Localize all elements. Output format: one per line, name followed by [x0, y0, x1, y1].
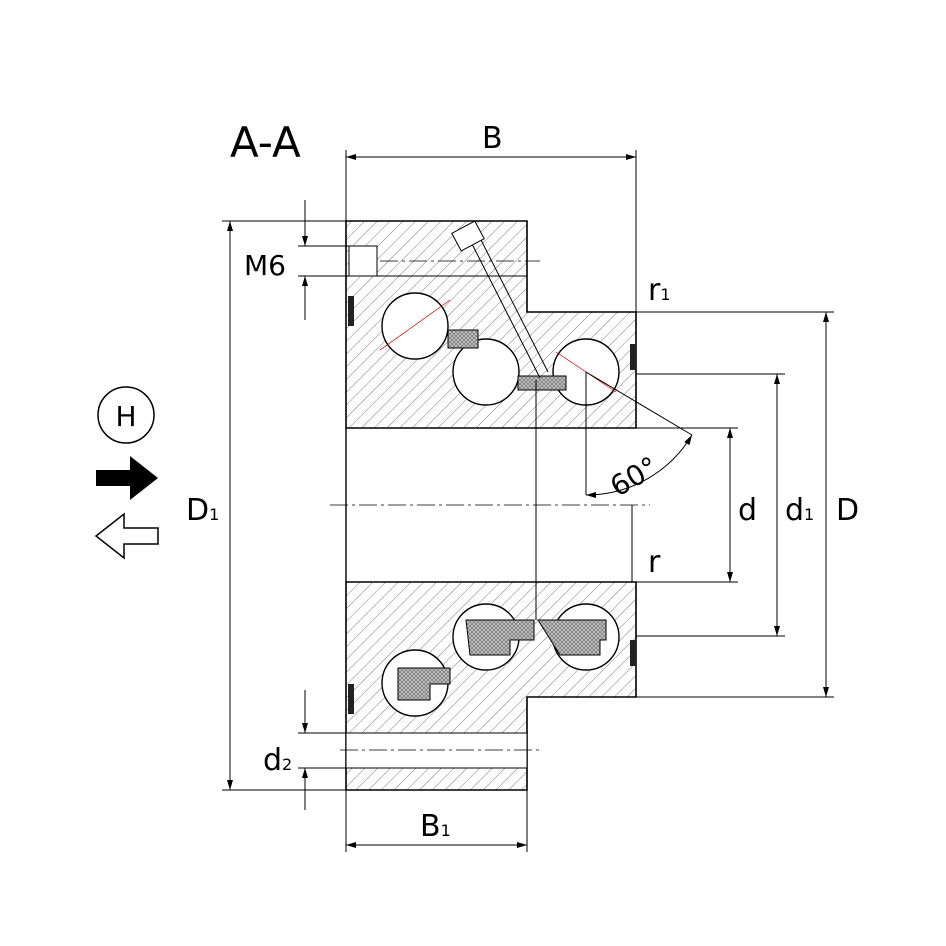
lower-ring-section: [345, 581, 637, 791]
ball: [381, 292, 449, 360]
upper-ring-section: [345, 220, 637, 429]
arrow-right-filled-icon: [96, 456, 158, 500]
h-circle-icon: [97, 386, 155, 444]
ball: [452, 338, 520, 406]
dimension-lines: [222, 150, 834, 852]
dim-B: B: [482, 121, 503, 156]
arrow-left-outline-icon: [94, 512, 159, 560]
legend-H: H: [115, 400, 136, 433]
bore: [330, 260, 650, 751]
dim-d: d: [738, 493, 757, 528]
dim-r: r: [648, 545, 661, 580]
angle-label: 60°: [604, 450, 663, 503]
thread-M6: M6: [244, 249, 286, 282]
dim-r1: r1: [648, 273, 671, 308]
dim-d1: d1: [785, 493, 814, 528]
dim-d2: d2: [263, 743, 292, 778]
dim-D1: D1: [186, 493, 219, 528]
mounting-legend: H: [94, 386, 159, 560]
section-label: A-A: [230, 118, 301, 167]
dim-D: D: [836, 493, 859, 528]
dim-B1: B1: [420, 809, 451, 844]
